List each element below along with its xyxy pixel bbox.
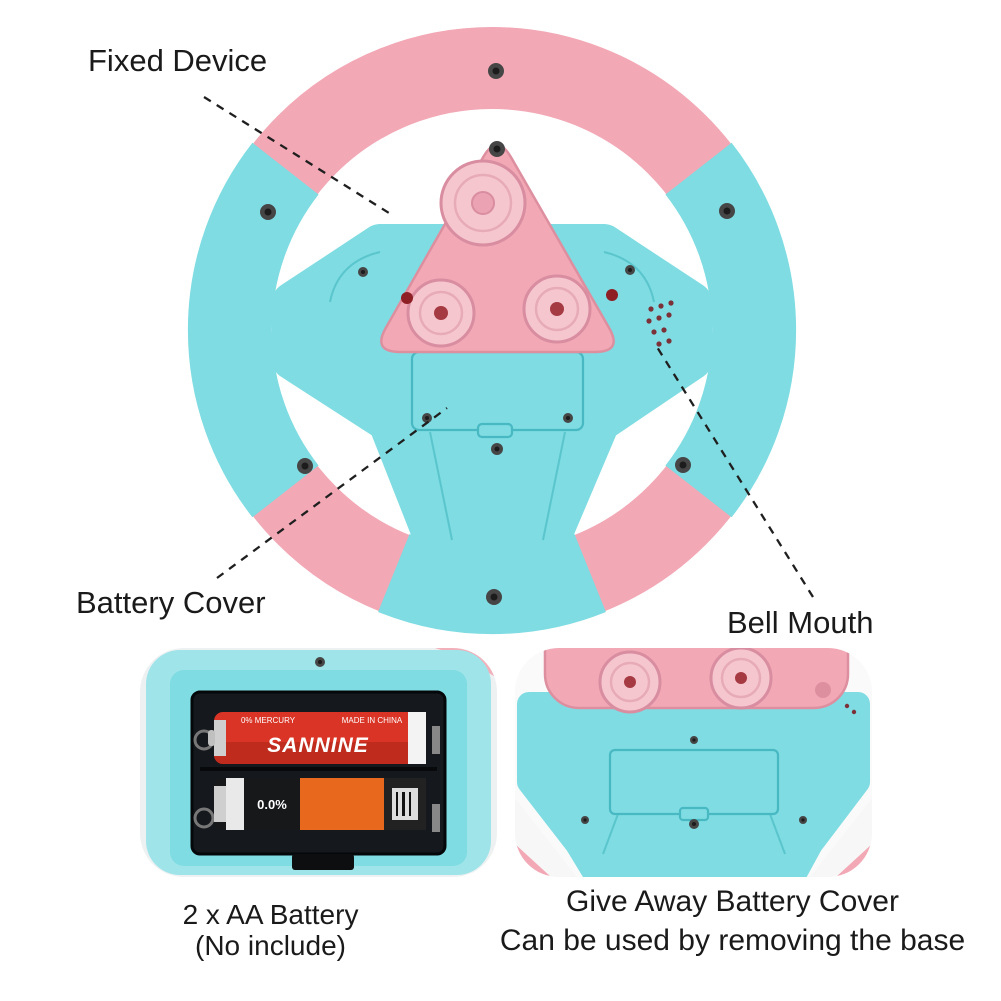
aa-battery-black: 0.0%: [214, 778, 426, 830]
fixed-device-label: Fixed Device: [88, 43, 268, 78]
battery-caption-line2: (No include): [195, 930, 346, 961]
svg-text:SANNINE: SANNINE: [267, 734, 369, 757]
bottom-spoke-arc: [378, 533, 606, 635]
battery-spring: [193, 807, 215, 829]
ring-screws: [260, 63, 735, 605]
battery-inset-caption: 2 x AA Battery (No include): [118, 899, 423, 961]
battery-cover-label: Battery Cover: [76, 585, 266, 620]
fixed-device-leader-line: [203, 96, 390, 214]
giveaway-caption-line2: Can be used by removing the base: [499, 924, 966, 957]
svg-text:0% MERCURY: 0% MERCURY: [241, 716, 296, 725]
battery-compartment-illustration: 0% MERCURY MADE IN CHINA SANNINE 0.0%: [140, 648, 497, 877]
callout-lines: [203, 96, 814, 598]
suction-plate: [380, 141, 618, 354]
svg-text:MADE IN CHINA: MADE IN CHINA: [342, 716, 403, 725]
suction-cup: [709, 648, 773, 710]
battery-cover-leader-line: [216, 407, 448, 579]
giveaway-cover-illustration: [515, 648, 872, 877]
giveaway-inset-caption: Give Away Battery Cover Can be used by r…: [465, 882, 1000, 960]
plate-knob: [815, 682, 831, 698]
suction-cup-left: [406, 278, 476, 348]
suction-cup-right: [522, 274, 592, 344]
giveaway-caption-line1: Give Away Battery Cover: [566, 885, 899, 918]
bell-mouth-label: Bell Mouth: [727, 605, 874, 640]
suction-plate-small: [543, 648, 857, 715]
bell-mouth-holes: [646, 300, 674, 347]
svg-text:0.0%: 0.0%: [257, 797, 287, 812]
battery-compartment-inset: 0% MERCURY MADE IN CHINA SANNINE 0.0%: [140, 648, 497, 877]
suction-cup: [598, 650, 662, 714]
aa-battery-red: 0% MERCURY MADE IN CHINA SANNINE: [208, 712, 426, 764]
battery-cover-panel-small: [581, 736, 807, 855]
screw-icon: [401, 141, 618, 304]
battery-cover-panel: [410, 350, 585, 541]
screw-icon: [422, 413, 573, 455]
left-grip: [187, 142, 320, 518]
bell-mouth-leader-line: [656, 346, 814, 598]
giveaway-cover-inset: [515, 648, 872, 877]
battery-caption-line1: 2 x AA Battery: [182, 899, 359, 930]
suction-cup-large: [439, 159, 527, 247]
